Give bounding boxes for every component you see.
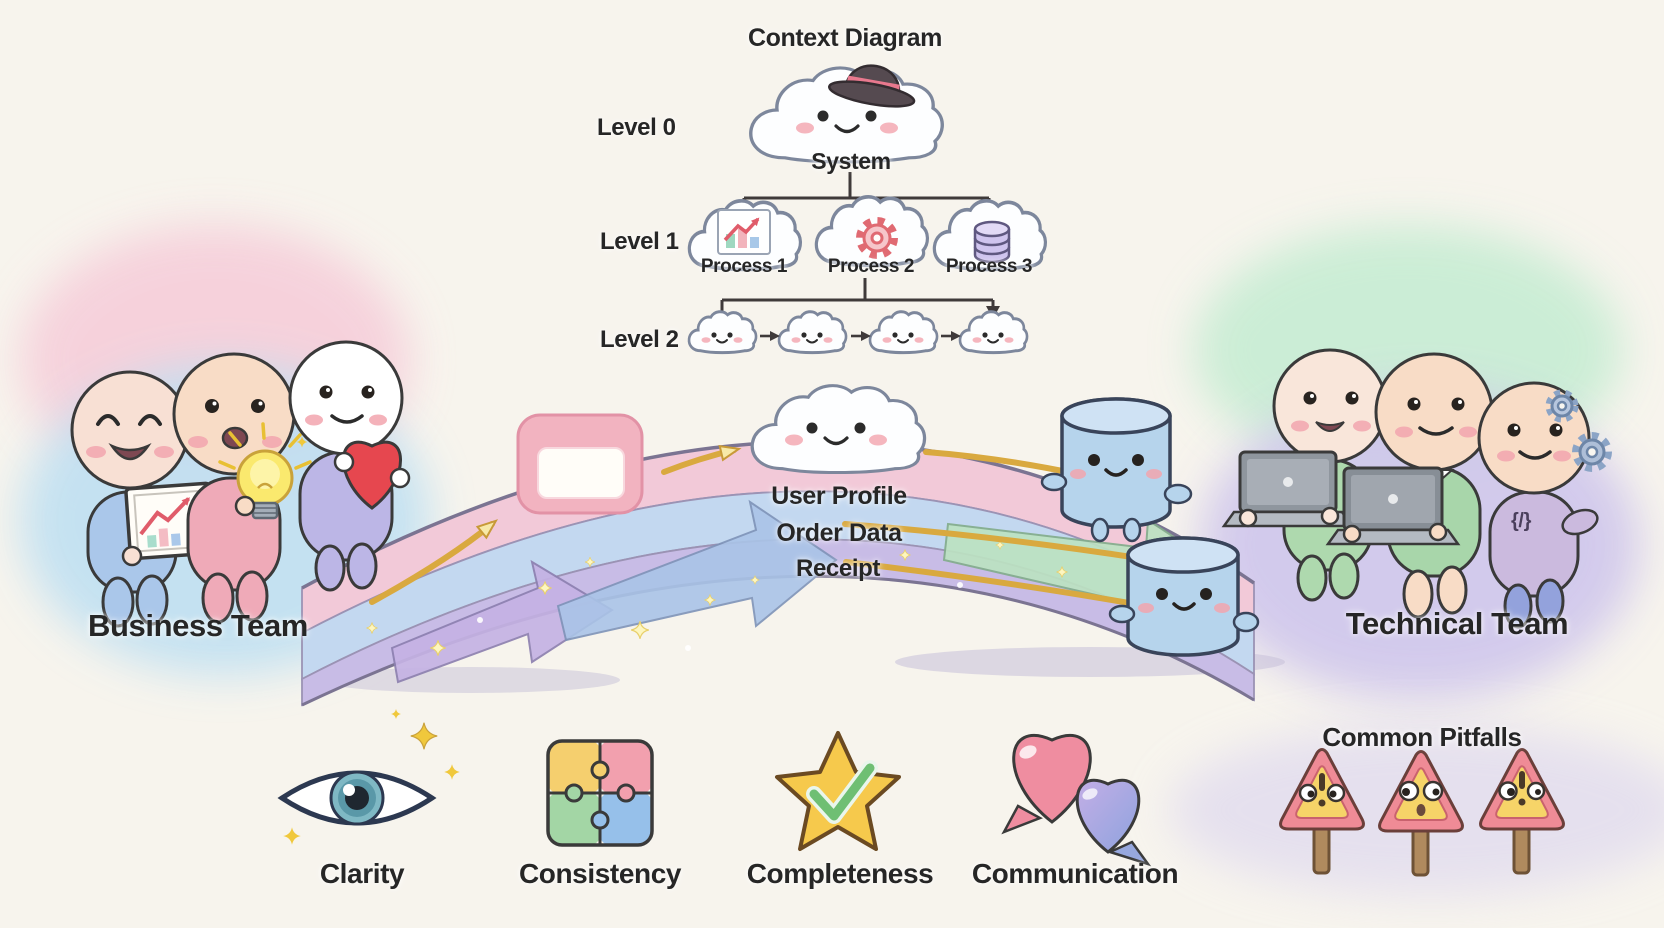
business-character-chart: [70, 370, 216, 628]
eye-icon: [277, 709, 460, 845]
laptop-icon: [1325, 466, 1461, 546]
lightbulb-icon: [218, 422, 312, 520]
pitfall-signs: [1279, 748, 1565, 877]
principle-clarity-label: Clarity: [319, 858, 405, 889]
warning-sign-icon: [1378, 750, 1464, 877]
gear-icon: [1572, 432, 1612, 472]
bridge-shadow: [320, 667, 620, 693]
process-2-label: Process 2: [827, 256, 915, 277]
data-label-receipt: Receipt: [796, 555, 880, 582]
subprocess-clouds: [687, 310, 1029, 355]
database-icon: [973, 220, 1011, 264]
process-3-label: Process 3: [945, 256, 1033, 277]
data-label-user-profile: User Profile: [771, 482, 907, 510]
puzzle-icon: [546, 739, 654, 847]
gear-icon: [1545, 389, 1579, 423]
level-0-label: Level 0: [597, 114, 676, 141]
hat-icon: [828, 64, 916, 108]
technical-team-label: Technical Team: [1345, 606, 1569, 641]
subprocess-flow-arrows: [760, 331, 961, 341]
gear-icon: [856, 217, 898, 259]
warning-sign-icon: [1479, 748, 1565, 875]
principle-icons: [277, 709, 1152, 867]
level-1-label: Level 1: [600, 228, 679, 255]
pink-document-card: [516, 413, 644, 515]
system-cloud: [749, 64, 944, 164]
tech-character-coder: [1477, 381, 1612, 629]
code-badge: {/}: [1511, 510, 1531, 532]
diagram-title: Context Diagram: [747, 24, 943, 52]
principle-communication-label: Communication: [971, 858, 1179, 889]
common-pitfalls-label: Common Pitfalls: [1322, 722, 1522, 752]
laptop-icon: [1221, 450, 1355, 528]
business-character-idea: [172, 352, 312, 624]
business-team-label: Business Team: [88, 608, 308, 643]
principle-completeness-label: Completeness: [746, 858, 934, 889]
data-cylinder-mascot-top: [1040, 397, 1193, 543]
decomposition-tree: [687, 64, 1048, 355]
heart-chat-icon: [1001, 733, 1152, 867]
bridge-sparkles: [366, 540, 1068, 657]
technical-team-characters: [1221, 348, 1612, 629]
star-check-icon: [775, 731, 901, 851]
business-team-characters: [70, 340, 411, 628]
system-node-label: System: [811, 148, 891, 174]
data-cylinder-mascot-bottom: [1108, 536, 1260, 657]
process-1-label: Process 1: [700, 256, 788, 277]
business-character-heart: [288, 340, 411, 592]
warning-sign-icon: [1279, 748, 1365, 875]
blue-chevron-arrow: [556, 499, 838, 642]
data-label-order-data: Order Data: [776, 519, 902, 547]
principle-consistency-label: Consistency: [518, 858, 682, 889]
level-2-label: Level 2: [600, 326, 679, 353]
tech-character-laptop-2: [1325, 352, 1494, 619]
bridge-cloud-mascot: [750, 384, 927, 475]
bar-chart-icon: [717, 209, 771, 255]
